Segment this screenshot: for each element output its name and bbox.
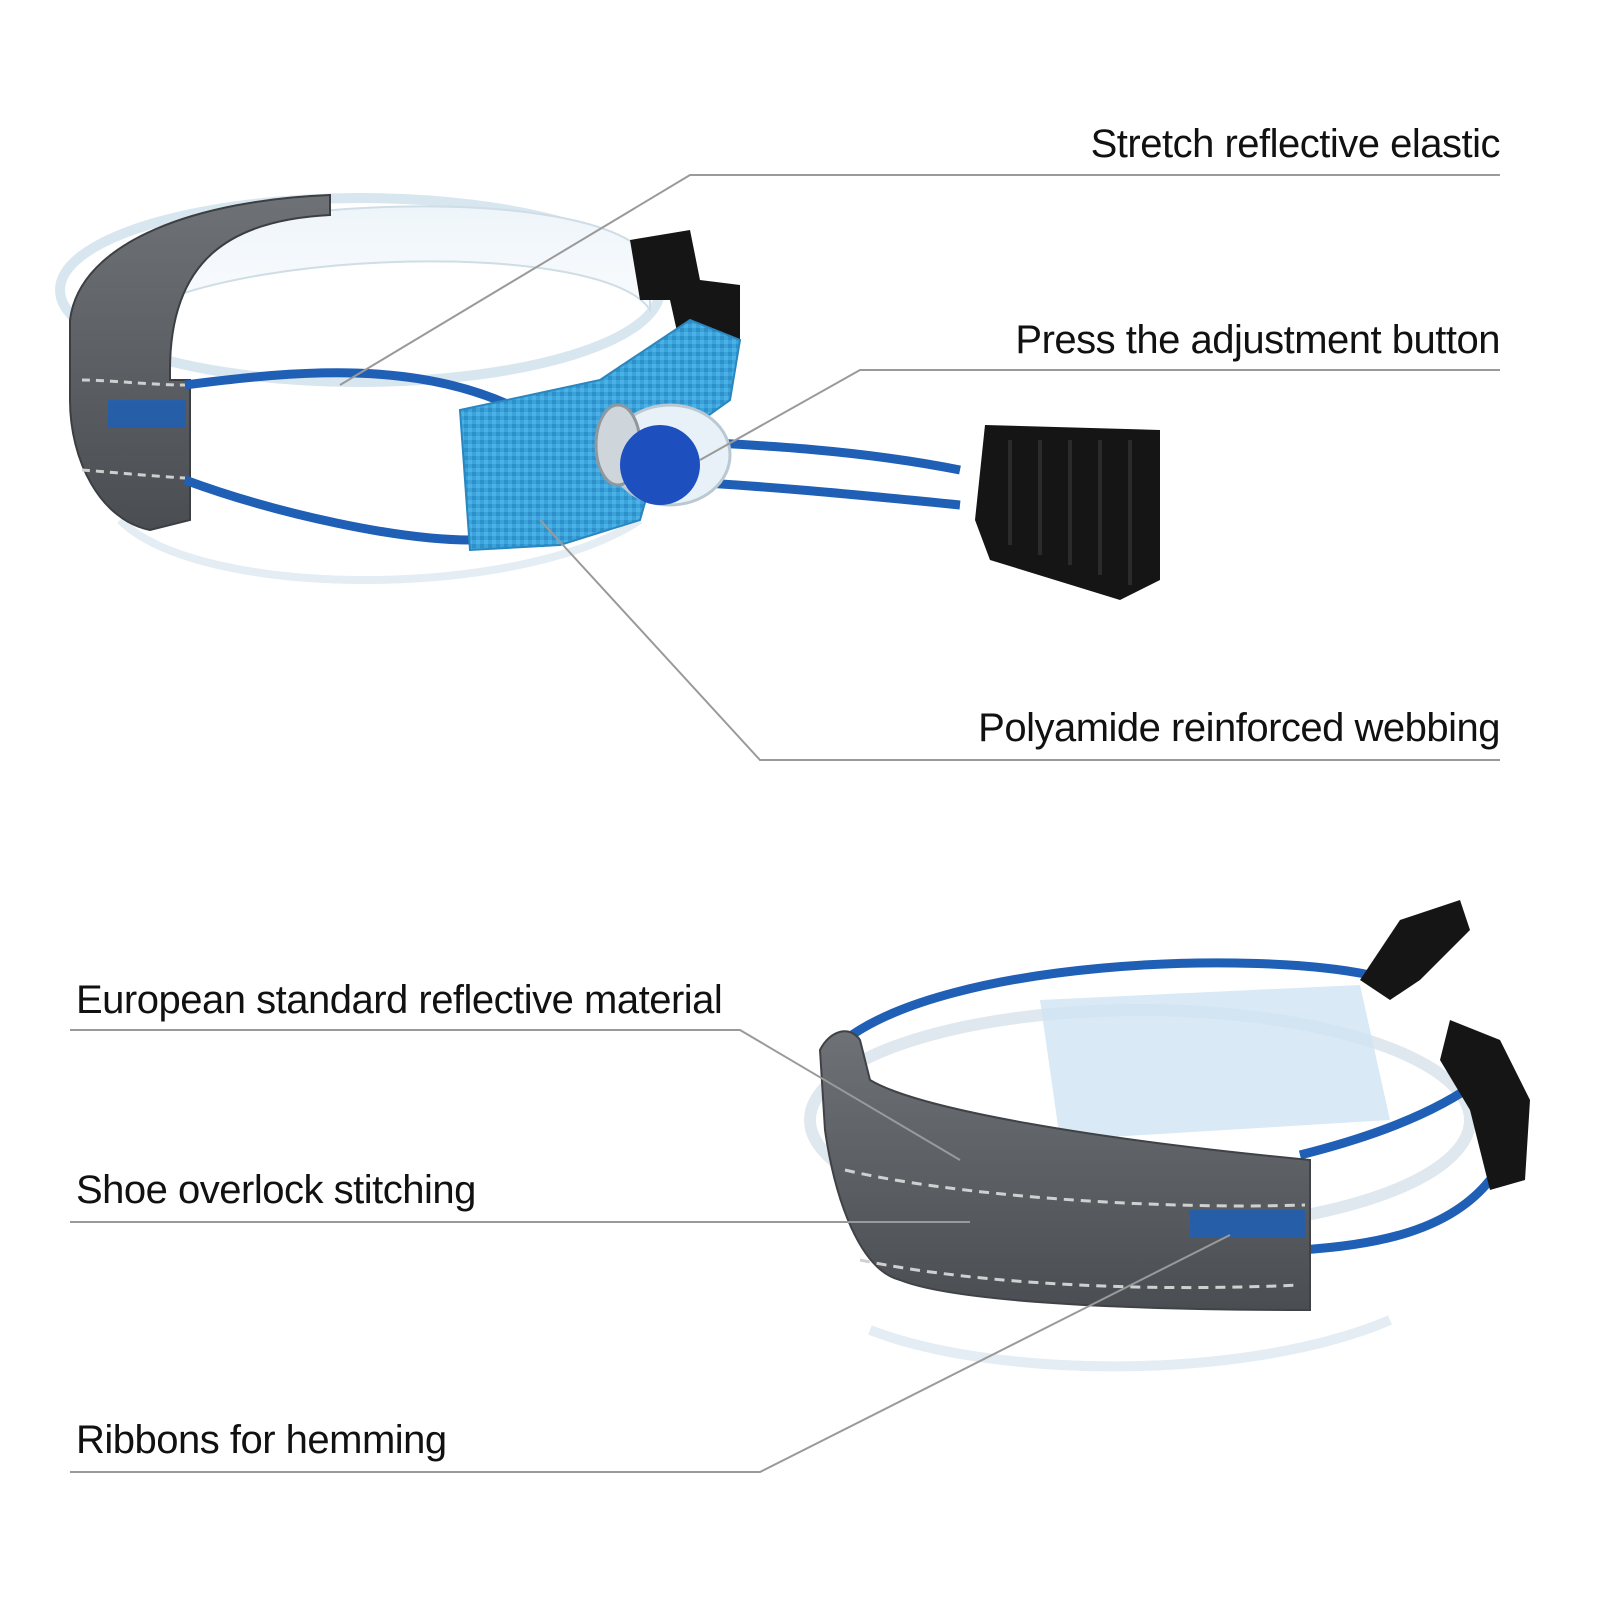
bottom-side-clip [1440, 1020, 1530, 1190]
top-cord-end-clip [975, 425, 1160, 600]
leader-webbing [539, 519, 1500, 761]
leader-stretch-elastic [339, 174, 1500, 386]
callout-ribbons-for-hemming: Ribbons for hemming [76, 1418, 447, 1462]
top-back-clip [630, 230, 740, 345]
top-elastic-cord-lower [183, 475, 471, 545]
callout-european-reflective-material: European standard reflective material [76, 978, 723, 1022]
top-reflective-band [69, 193, 331, 532]
top-leader-lines [339, 174, 1500, 761]
bottom-top-clip [1360, 900, 1470, 1000]
top-adjustment-button [620, 425, 700, 505]
bottom-strap-illustration [804, 900, 1530, 1372]
leader-reflective-material [70, 1029, 961, 1161]
bottom-elastic-cord [842, 958, 1371, 1044]
leader-hemming-ribbons [70, 1234, 1231, 1473]
callout-stretch-reflective-elastic: Stretch reflective elastic [1090, 122, 1501, 166]
top-strap-illustration [55, 193, 1160, 600]
leader-adjustment-button [699, 369, 1500, 461]
bottom-leader-lines [70, 1029, 1231, 1473]
bottom-reflective-band [818, 1030, 1311, 1312]
callout-shoe-overlock-stitching: Shoe overlock stitching [76, 1168, 476, 1212]
callout-press-adjustment-button: Press the adjustment button [1015, 318, 1500, 362]
callout-polyamide-webbing: Polyamide reinforced webbing [978, 706, 1500, 750]
